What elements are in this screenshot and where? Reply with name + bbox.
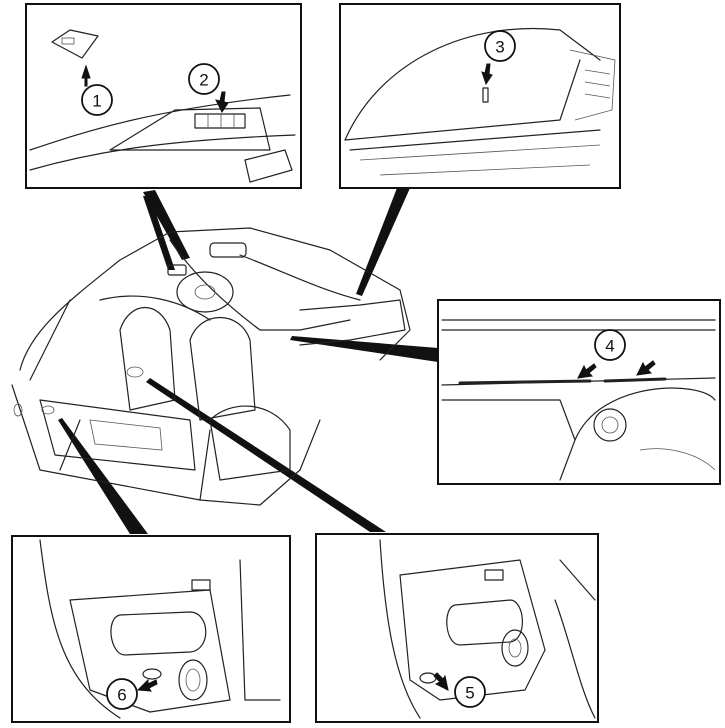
arrow-6 [136, 678, 158, 692]
callout-2-circle [188, 63, 220, 95]
panel-front-door: 5 [315, 533, 599, 723]
door-courtesy-lamp [142, 668, 162, 680]
callout-3-circle [484, 30, 516, 62]
panel-overhead-console: 1 2 [25, 3, 302, 189]
arrow-4a [577, 363, 597, 379]
callout-5-label: 5 [465, 684, 474, 703]
steering-wheel [176, 271, 234, 313]
leader-wedge-top-left-2 [143, 196, 175, 270]
arrow-1 [81, 64, 91, 87]
lamp-lens [51, 29, 99, 59]
front-door-armrest [446, 599, 523, 646]
callout-1-label: 1 [92, 92, 101, 111]
rear-door-panel [39, 399, 196, 471]
front-door-speaker [501, 629, 529, 667]
leader-wedge-top-right [356, 188, 410, 296]
rear-seat [209, 405, 291, 481]
glove-box-lamp-switch [482, 87, 489, 103]
panel-center-console: 4 [437, 299, 721, 485]
callout-1-circle [81, 84, 113, 116]
callout-2-label: 2 [199, 71, 208, 90]
panel-frame-4 [437, 299, 721, 485]
map-lamp-small [167, 264, 187, 276]
rearview-mirror [209, 242, 247, 258]
lighter-socket [593, 408, 627, 442]
rear-switch-location [41, 405, 55, 415]
arrow-3 [481, 63, 493, 86]
door-handle [191, 579, 211, 591]
arrow-2 [215, 91, 229, 113]
front-door-handle [484, 569, 504, 581]
panel-frame-6 [11, 535, 291, 723]
panel-frame-3 [339, 3, 621, 189]
leader-wedge-bottom-right [146, 378, 386, 532]
callout-6-label: 6 [117, 686, 126, 705]
front-door-trim [399, 559, 546, 701]
callout-3-label: 3 [495, 38, 504, 57]
callout-5-circle [454, 676, 486, 708]
front-seat-right [189, 317, 256, 421]
door-speaker [178, 659, 208, 701]
front-seat-left [119, 306, 176, 411]
door-armrest [110, 611, 207, 656]
callout-4-circle [594, 329, 626, 361]
panel-glove-box: 3 [339, 3, 621, 189]
callout-4-label: 4 [605, 337, 614, 356]
callout-6-circle [106, 678, 138, 710]
vehicle-body [11, 227, 411, 506]
arrow-5 [433, 672, 449, 691]
leader-wedge-right [290, 336, 438, 362]
overhead-console [109, 107, 271, 151]
leader-wedge-top-left [143, 190, 190, 260]
console-switch-block [194, 113, 246, 129]
sun-visor-light [244, 149, 293, 183]
panel-rear-door: 6 [11, 535, 291, 723]
leader-wedge-bottom-left [58, 418, 148, 534]
arrow-4b [636, 360, 656, 376]
rear-door-trim [69, 589, 231, 713]
door-switch-location [126, 366, 144, 378]
